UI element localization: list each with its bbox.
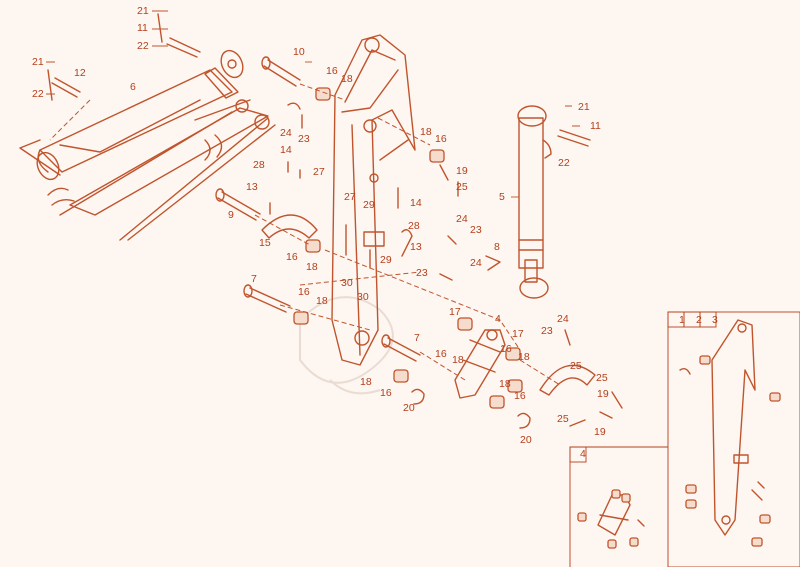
cylinder-right: [517, 105, 552, 299]
part-label-19: 19: [597, 388, 609, 400]
inset-tab-4: 4: [580, 448, 586, 460]
assembly-dashed-lines: [49, 83, 561, 386]
part-label-22: 22: [137, 40, 149, 52]
inset-tab-1: 1: [679, 314, 685, 326]
pins: [51, 37, 591, 362]
part-label-18: 18: [316, 295, 328, 307]
part-label-13: 13: [246, 181, 258, 193]
part-label-19: 19: [456, 165, 468, 177]
part-label-16: 16: [326, 65, 338, 77]
part-label-22: 22: [558, 157, 570, 169]
part-label-23: 23: [416, 267, 428, 279]
part-label-22: 22: [32, 88, 44, 100]
part-label-11: 11: [137, 22, 148, 34]
part-label-18: 18: [452, 354, 464, 366]
inset-link: [577, 489, 645, 549]
part-label-24: 24: [456, 213, 468, 225]
part-label-30: 30: [357, 291, 369, 303]
part-label-18: 18: [306, 261, 318, 273]
part-label-14: 14: [280, 144, 292, 156]
part-label-16: 16: [514, 390, 526, 402]
part-label-6: 6: [130, 81, 136, 93]
part-label-24: 24: [470, 257, 482, 269]
part-label-19: 19: [594, 426, 606, 438]
part-label-13: 13: [410, 241, 422, 253]
watermark: [299, 296, 394, 395]
part-label-17: 17: [449, 306, 461, 318]
part-label-27: 27: [313, 166, 325, 178]
part-label-18: 18: [420, 126, 432, 138]
boom-arm-left: [59, 99, 276, 241]
inset-tab-2: 2: [696, 314, 702, 326]
part-label-23: 23: [470, 224, 482, 236]
part-label-28: 28: [408, 220, 420, 232]
part-label-28: 28: [253, 159, 265, 171]
part-label-29: 29: [363, 199, 375, 211]
part-label-23: 23: [298, 133, 310, 145]
part-label-15: 15: [259, 237, 271, 249]
part-label-8: 8: [494, 241, 500, 253]
part-label-16: 16: [298, 286, 310, 298]
part-label-21: 21: [32, 56, 44, 68]
inset-tab-3: 3: [712, 314, 718, 326]
part-label-16: 16: [500, 343, 512, 355]
part-label-10: 10: [293, 46, 305, 58]
part-label-16: 16: [435, 348, 447, 360]
part-label-20: 20: [520, 434, 532, 446]
part-label-21: 21: [578, 101, 590, 113]
leader-lines: [46, 10, 580, 198]
part-label-16: 16: [380, 387, 392, 399]
part-label-9: 9: [228, 209, 234, 221]
fittings: [47, 13, 623, 429]
part-label-14: 14: [410, 197, 422, 209]
part-label-5: 5: [499, 191, 505, 203]
part-label-25: 25: [596, 372, 608, 384]
part-label-18: 18: [518, 351, 530, 363]
part-label-18: 18: [499, 378, 511, 390]
part-label-25: 25: [557, 413, 569, 425]
part-label-25: 25: [456, 181, 468, 193]
inset-frames: [569, 311, 800, 567]
part-label-18: 18: [360, 376, 372, 388]
part-label-23: 23: [541, 325, 553, 337]
main-boom: [331, 34, 416, 366]
part-label-20: 20: [403, 402, 415, 414]
part-label-4: 4: [495, 313, 501, 325]
part-label-29: 29: [380, 254, 392, 266]
bushings: [293, 87, 523, 409]
part-label-7: 7: [414, 332, 420, 344]
part-label-25: 25: [570, 360, 582, 372]
part-label-24: 24: [557, 313, 569, 325]
part-label-11: 11: [590, 120, 601, 132]
part-label-27: 27: [344, 191, 356, 203]
part-label-16: 16: [435, 133, 447, 145]
part-label-21: 21: [137, 5, 149, 17]
part-label-30: 30: [341, 277, 353, 289]
part-label-12: 12: [74, 67, 86, 79]
cylinder-left: [19, 49, 244, 206]
inset-boom: [679, 319, 781, 547]
links: [261, 214, 596, 399]
part-label-24: 24: [280, 127, 292, 139]
part-label-17: 17: [512, 328, 524, 340]
part-label-7: 7: [251, 273, 257, 285]
part-label-18: 18: [341, 73, 353, 85]
part-label-16: 16: [286, 251, 298, 263]
